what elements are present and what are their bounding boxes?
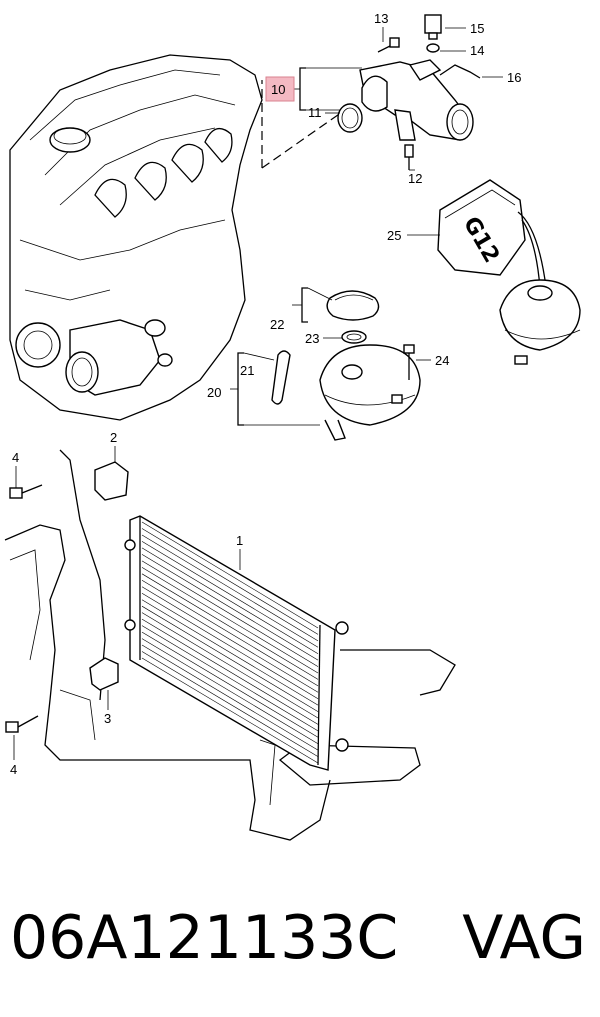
callout-23: 23 [305, 331, 319, 346]
cap-seal [341, 330, 367, 344]
radiator-fin [141, 573, 319, 680]
callout-24: 24 [435, 353, 449, 368]
part-number: 06A121133C [10, 903, 399, 973]
radiator-fin [141, 560, 319, 667]
radiator-fin [141, 547, 319, 654]
radiator-fin [141, 605, 319, 712]
radiator-fin [141, 644, 319, 751]
radiator-fin [141, 521, 319, 629]
radiator-fin [141, 586, 319, 693]
radiator-fin [141, 554, 319, 661]
radiator-fin [141, 638, 319, 744]
radiator-fin [141, 592, 319, 699]
screw-upper [9, 484, 43, 499]
footer: 06A121133C VAG [0, 893, 600, 983]
radiator-fin [141, 631, 319, 738]
radiator-fin [141, 534, 319, 642]
seal-ring [426, 43, 440, 53]
radiator-fin [141, 657, 319, 764]
callout-16: 16 [507, 70, 521, 85]
callout-4-upper: 4 [12, 450, 19, 465]
mount-bracket-upper [94, 461, 129, 501]
callout-14: 14 [470, 43, 484, 58]
bolt-24 [403, 344, 415, 380]
expansion-tank [319, 344, 421, 441]
radiator-fin [141, 541, 319, 648]
radiator-fin [141, 651, 319, 757]
radiator-fin [141, 612, 319, 719]
callout-25: 25 [387, 228, 401, 243]
reservoir-with-coolant [499, 279, 581, 365]
highlighted-callout-box [265, 76, 295, 102]
radiator-fin [141, 599, 319, 706]
callout-15: 15 [470, 21, 484, 36]
callout-20: 20 [207, 385, 221, 400]
callout-10: 10 [271, 82, 285, 97]
callout-3: 3 [104, 711, 111, 726]
radiator-fin [141, 528, 319, 635]
coolant-flange-assembly [359, 59, 474, 141]
screw-lower [5, 715, 39, 733]
bolt-12 [404, 144, 414, 170]
coolant-bottle: G12 [437, 179, 547, 289]
callout-1: 1 [236, 533, 243, 548]
hose-bracket [271, 350, 291, 405]
callout-4-lower: 4 [10, 762, 17, 777]
brand-name: VAG [462, 903, 586, 973]
callout-12: 12 [408, 171, 422, 186]
radiator-fin [141, 580, 319, 687]
engine-block-illustration [9, 54, 263, 421]
temperature-sensor [424, 14, 442, 40]
radiator-fin [141, 625, 319, 732]
flange-mount-leader [261, 80, 346, 169]
callout-2: 2 [110, 430, 117, 445]
radiator-fin [141, 567, 319, 674]
radiator [124, 515, 349, 771]
parts-exploded-diagram: G12 10 13 [4, 11, 581, 841]
mount-bracket-lower [89, 657, 119, 691]
callout-22: 22 [270, 317, 284, 332]
radiator-fins [141, 521, 319, 764]
callout-13: 13 [374, 11, 388, 26]
callout-21: 21 [240, 363, 254, 378]
reservoir-cap [326, 290, 380, 321]
radiator-fin [141, 618, 319, 725]
callout-11: 11 [308, 105, 322, 120]
retaining-clip [439, 64, 481, 79]
bolt-13 [377, 37, 400, 53]
